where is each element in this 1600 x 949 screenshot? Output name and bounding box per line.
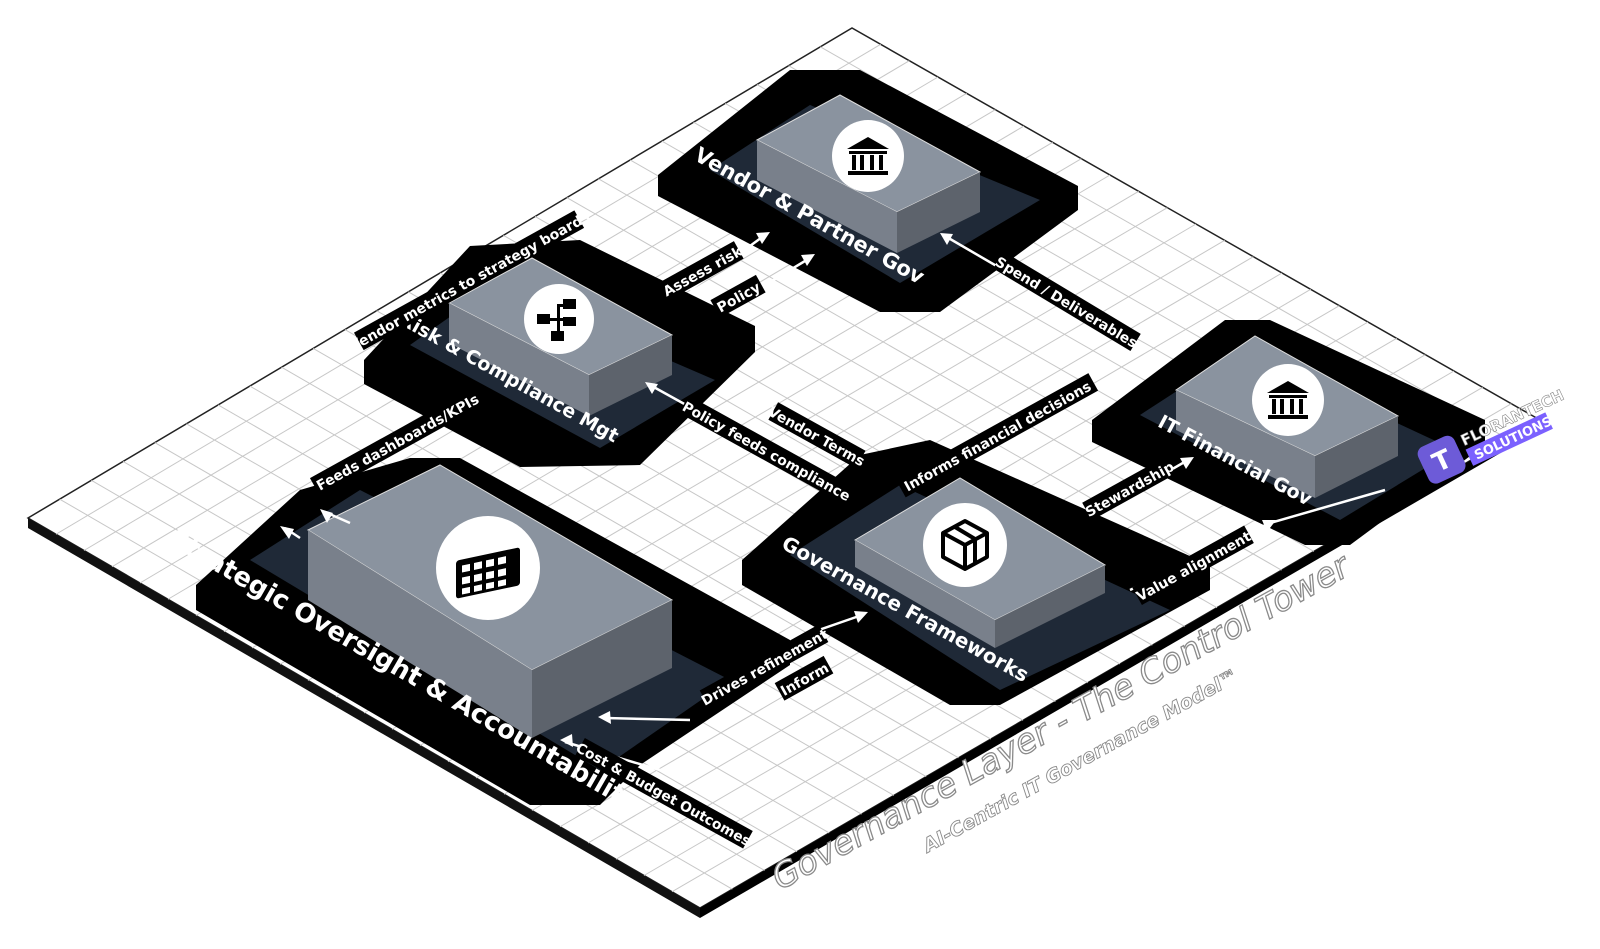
- bank-icon: [832, 120, 904, 192]
- risk-box-left: [449, 303, 589, 416]
- block-vendor-partner-gov[interactable]: Vendor & Partner Gov: [658, 70, 1078, 312]
- financial-box-right: [1315, 416, 1398, 498]
- block-it-financial-gov[interactable]: IT Financial Gov: [1092, 320, 1485, 545]
- block-governance-frameworks[interactable]: Governance Frameworks: [742, 440, 1210, 705]
- risk-box-right: [589, 335, 672, 416]
- financial-box-left: [1176, 390, 1315, 498]
- strategic-box-right: [532, 600, 672, 738]
- governance-box-right: [995, 565, 1105, 648]
- governance-box-left: [855, 540, 995, 648]
- vendor-box-left: [757, 140, 897, 253]
- block-risk-compliance[interactable]: Risk & Compliance Mgt: [364, 240, 755, 467]
- platform-edge-left: [28, 518, 700, 918]
- strategic-box-left: [308, 530, 532, 738]
- vendor-box-right: [897, 172, 980, 253]
- bank-icon-financial: [1252, 364, 1324, 436]
- arrowheads: [280, 232, 1276, 747]
